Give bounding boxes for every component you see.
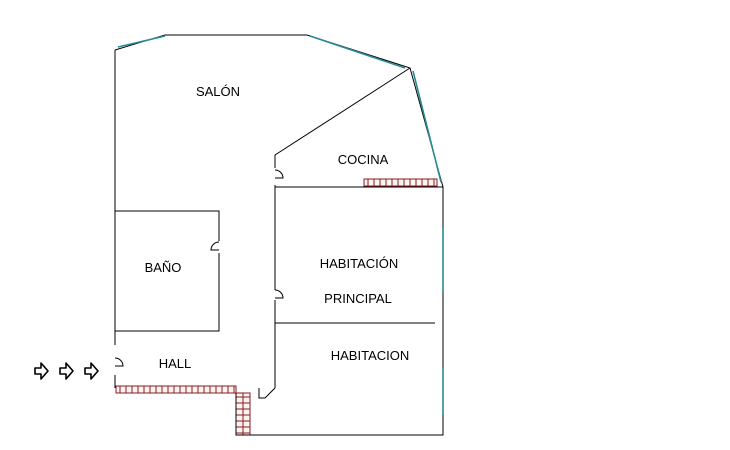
bedroom-walls	[258, 187, 435, 399]
stair-railing	[235, 392, 251, 436]
room-label-habitacion: HABITACION	[331, 348, 410, 363]
room-label-cocina: COCINA	[338, 152, 389, 167]
entrance-door	[114, 357, 124, 367]
entrance-arrow-icon	[34, 362, 49, 380]
room-label-salon: SALÓN	[196, 84, 240, 99]
bathroom-walls	[115, 210, 220, 332]
room-label-bano: BAÑO	[145, 260, 182, 275]
room-label-habitacion-principal-line2: PRINCIPAL	[324, 291, 392, 306]
hall-railing	[115, 385, 237, 394]
kitchen-walls	[274, 67, 443, 188]
entrance-arrow-icon	[84, 362, 99, 380]
entrance-arrow-icon	[59, 362, 74, 380]
outer-walls	[114, 34, 444, 436]
windows	[117, 35, 444, 415]
room-label-hall: HALL	[159, 356, 192, 371]
room-label-habitacion-principal-line1: HABITACIÓN	[320, 256, 399, 271]
kitchen-railing	[363, 178, 438, 187]
railings	[115, 178, 438, 436]
entrance-arrows	[34, 362, 99, 380]
